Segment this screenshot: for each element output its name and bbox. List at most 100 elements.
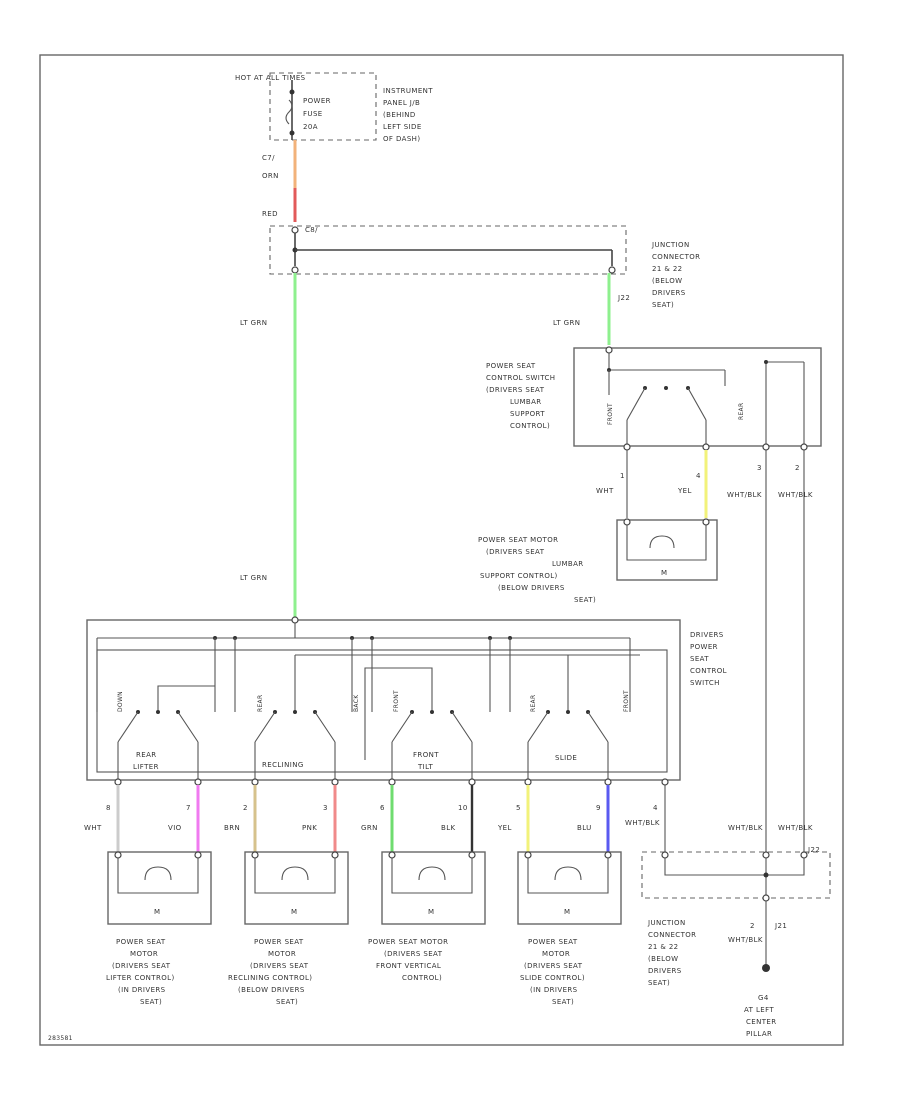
lifter-down-label: DOWN [117,691,124,712]
lifter-motor-line-6: SEAT) [140,998,162,1006]
lumbar-contact-2 [664,386,668,390]
lumbar-switch-line-2: CONTROL SWITCH [486,374,555,382]
footer-code: 283581 [48,1035,73,1042]
lumbar-wht-blk-left: WHT/BLK [727,491,762,499]
reclining-contact-2 [293,710,297,714]
junction-bottom-line-2: CONNECTOR [648,931,696,939]
lumbar-motor-line-4: SUPPORT CONTROL) [480,572,558,580]
slide-blu-label: BLU [577,824,592,832]
switch-pin-10 [468,778,476,786]
lifter-label-2: LIFTER [133,763,159,771]
power-source-label: HOT AT ALL TIMES [235,74,306,82]
slide-motor: M [517,851,622,925]
lifter-motor-m: M [154,908,160,916]
lifter-motor: M [107,851,212,925]
reclining-motor-line-1: POWER SEAT [254,938,304,946]
reclining-back-label: BACK [353,694,360,712]
junction-top-pin-out1 [291,266,299,274]
ground-line-3: PILLAR [746,1030,772,1038]
ground-symbol-icon [762,964,770,972]
main-switch-line-1: DRIVERS [690,631,724,639]
lumbar-motor-line-3: LUMBAR [552,560,584,568]
lumbar-pin-4 [702,443,710,451]
lifter-motor-line-3: (DRIVERS SEAT [112,962,171,970]
fuse-terminal-top [289,89,295,95]
slide-yel-label: YEL [497,824,512,832]
lumbar-motor-line-6: SEAT) [574,596,596,604]
junction-top-line-4: (BELOW [652,277,682,285]
tilt-motor-wiring [391,858,473,894]
fuse-location-1: INSTRUMENT [383,87,433,95]
lifter-label-1: REAR [136,751,157,759]
slide-motor-box [517,851,622,925]
lifter-blade-left [117,711,139,743]
tilt-motor-line-2: (DRIVERS SEAT [384,950,443,958]
ground-line-1: AT LEFT [744,1006,774,1014]
lumbar-motor-box [616,519,718,581]
lt-grn-main-label: LT GRN [240,319,267,327]
lumbar-switch-line-5: SUPPORT [510,410,545,418]
reclining-motor-caption: POWER SEAT MOTOR (DRIVERS SEAT RECLINING… [228,938,312,1006]
switch-pin-4 [661,778,669,786]
switch-ground-label: WHT/BLK [625,819,660,827]
lifter-blade-right [177,711,199,743]
lifter-motor-line-2: MOTOR [130,950,158,958]
switch-pin-label-8: 8 [106,804,111,812]
lifter-motor-pin-left [114,851,122,859]
lifter-contact-2 [156,710,160,714]
tilt-front-label: FRONT [393,690,400,712]
c7-pin-label: C7/ [262,154,275,162]
lifter-motor-line-1: POWER SEAT [116,938,166,946]
slide-motor-line-6: SEAT) [552,998,574,1006]
slide-motor-icon [554,866,582,881]
lifter-link [157,685,215,710]
tilt-motor-box [381,851,486,925]
fuse-location-5: OF DASH) [383,135,420,143]
reclining-brn-label: BRN [224,824,240,832]
slide-blade-left [527,711,549,743]
reclining-motor-m: M [291,908,297,916]
tilt-motor-line-1: POWER SEAT MOTOR [368,938,448,946]
ground-right-label: WHT/BLK [778,824,813,832]
junction-bottom-line-1: JUNCTION [647,919,686,927]
junction-bottom-node [763,872,769,878]
tilt-blade-right [451,711,473,743]
tilt-motor-pin-left [388,851,396,859]
lifter-motor-line-5: (IN DRIVERS [118,986,166,994]
lumbar-switch-line-3: (DRIVERS SEAT [486,386,545,394]
lumbar-pin-label-4: 4 [696,472,701,480]
lumbar-motor-m: M [661,569,667,577]
switch-pin-7 [194,778,202,786]
fuse-location-3: (BEHIND [383,111,416,119]
lumbar-wht-blk-right: WHT/BLK [778,491,813,499]
slide-motor-pin-right [604,851,612,859]
lt-grn-lower-label: LT GRN [240,574,267,582]
lifter-wht-label: WHT [84,824,102,832]
lumbar-pin-label-1: 1 [620,472,625,480]
junction-bottom-pin-no: 2 [750,922,755,930]
tilt-grn-label: GRN [361,824,378,832]
lumbar-motor-pin-right [702,518,710,526]
slide-motor-m: M [564,908,570,916]
slide-motor-line-1: POWER SEAT [528,938,578,946]
reclining-blade-left [254,711,276,743]
fuse-icon [285,99,293,125]
lifter-motor-box [107,851,212,925]
tilt-motor-line-4: CONTROL) [402,974,442,982]
lumbar-motor-line-1: POWER SEAT MOTOR [478,536,558,544]
junction-bottom-pin-c [800,851,808,859]
switch-pin-label-6: 6 [380,804,385,812]
switch-pin-9 [604,778,612,786]
fuse-label-3: 20A [303,123,318,131]
reclining-motor-line-5: (BELOW DRIVERS [238,986,305,994]
reclining-pnk-label: PNK [302,824,317,832]
tilt-contact-2 [430,710,434,714]
tilt-label-2: TILT [417,763,433,771]
reclining-rear-label: REAR [257,695,264,712]
lumbar-pin-3 [762,443,770,451]
lumbar-rear-label: REAR [738,403,745,420]
slide-motor-wiring [527,858,609,894]
switch-pin-6 [388,778,396,786]
fuse-label-2: FUSE [303,110,323,118]
lumbar-blade-left [626,387,646,421]
